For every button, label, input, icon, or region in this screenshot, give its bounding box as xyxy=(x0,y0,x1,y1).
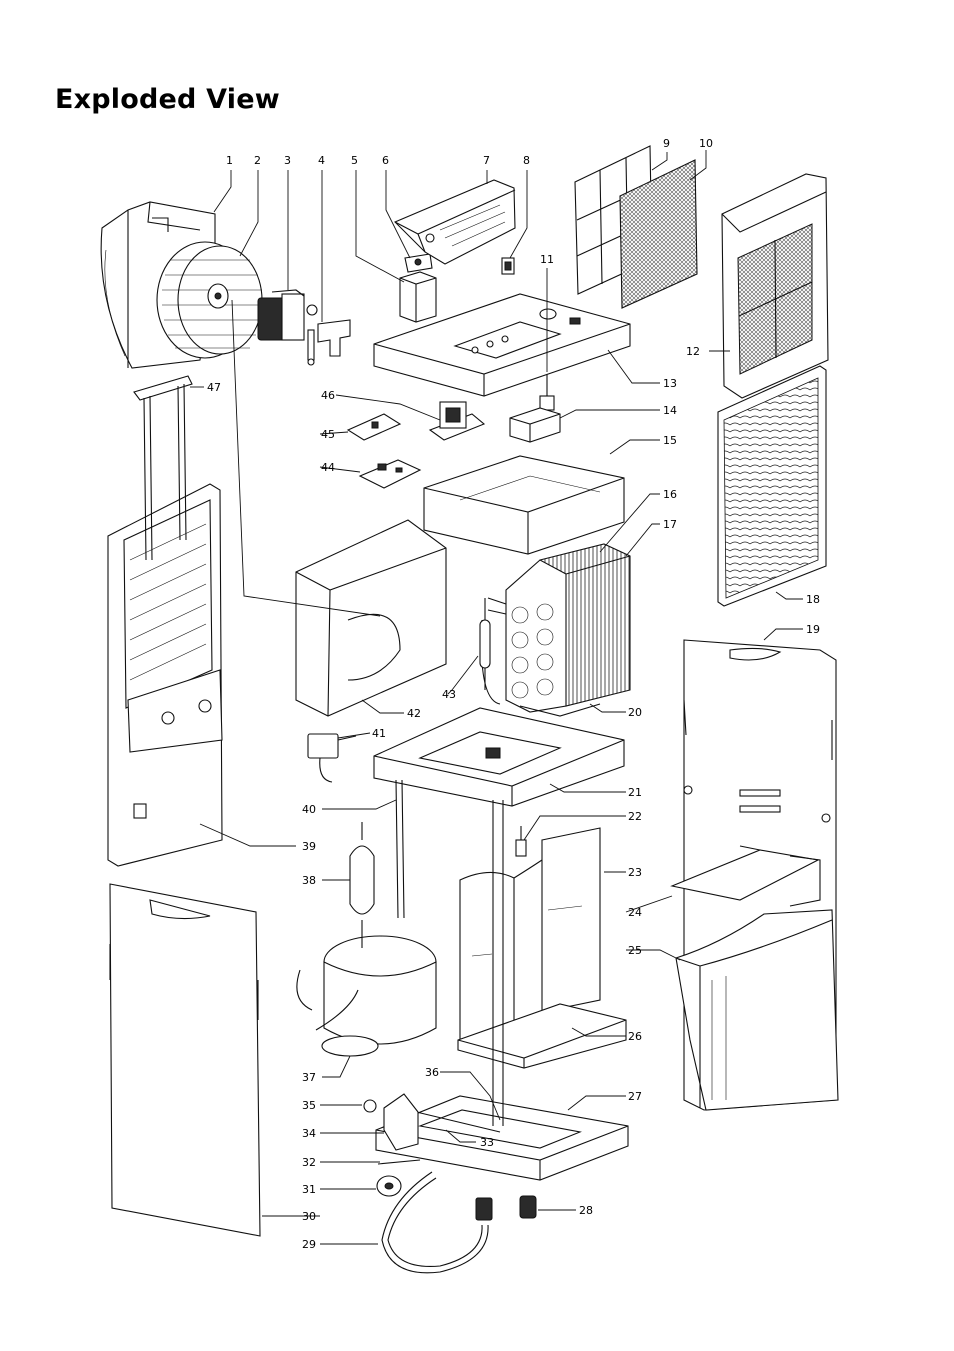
callout-42: 42 xyxy=(407,707,421,720)
callout-34: 34 xyxy=(302,1127,316,1140)
callout-20: 20 xyxy=(628,706,642,719)
part-43-drier xyxy=(479,598,491,690)
callout-46: 46 xyxy=(321,389,335,402)
part-3-fan-motor xyxy=(257,289,318,341)
part-13-top-plate xyxy=(373,293,631,397)
callout-labels: 1 2 3 4 5 6 7 8 9 10 11 12 13 14 15 16 1… xyxy=(207,137,820,1251)
callout-45: 45 xyxy=(321,428,335,441)
part-29-power-cord xyxy=(381,1171,493,1274)
part-25-water-tank xyxy=(675,909,839,1111)
part-5-float-box xyxy=(399,271,437,323)
callout-3: 3 xyxy=(284,154,291,167)
part-24-drain-bracket xyxy=(670,845,821,907)
part-33-drain-pipe xyxy=(407,1109,501,1133)
part-14-terminal-block xyxy=(509,407,561,443)
part-8-switch xyxy=(501,257,515,275)
callout-47: 47 xyxy=(207,381,221,394)
page-title: Exploded View xyxy=(55,84,280,115)
callout-21: 21 xyxy=(628,786,642,799)
part-12-front-grille xyxy=(721,173,829,399)
callout-32: 32 xyxy=(302,1156,316,1169)
part-10-filter-mesh xyxy=(619,159,698,309)
part-45-pcb-small xyxy=(346,413,402,441)
part-11-bracket xyxy=(539,372,555,411)
part-4-motor-bracket xyxy=(307,319,351,366)
callout-7: 7 xyxy=(483,154,490,167)
part-2-blower-wheel xyxy=(156,241,263,359)
callout-14: 14 xyxy=(663,404,677,417)
part-7-control-box xyxy=(394,179,516,265)
callout-40: 40 xyxy=(302,803,316,816)
part-37-compressor xyxy=(296,935,437,1057)
part-39-front-panel-left xyxy=(107,483,223,867)
part-38-accumulator xyxy=(349,822,375,948)
part-15-upper-tray xyxy=(423,455,625,555)
part-40-capillary xyxy=(395,779,405,919)
callout-38: 38 xyxy=(302,874,316,887)
callout-12: 12 xyxy=(686,345,700,358)
callout-18: 18 xyxy=(806,593,820,606)
callout-1: 1 xyxy=(226,154,233,167)
callout-35: 35 xyxy=(302,1099,316,1112)
callout-11: 11 xyxy=(540,253,554,266)
part-28-caster xyxy=(519,1195,537,1219)
callout-31: 31 xyxy=(302,1183,316,1196)
callout-25: 25 xyxy=(628,944,642,957)
callout-43: 43 xyxy=(442,688,456,701)
callout-30: 30 xyxy=(302,1210,316,1223)
callout-28: 28 xyxy=(579,1204,593,1217)
part-20-coil-base xyxy=(519,703,601,717)
callout-23: 23 xyxy=(628,866,642,879)
callout-15: 15 xyxy=(663,434,677,447)
callout-19: 19 xyxy=(806,623,820,636)
callout-10: 10 xyxy=(699,137,713,150)
callout-44: 44 xyxy=(321,461,335,474)
part-31-capacitor xyxy=(376,1175,402,1197)
part-16-17-evaporator xyxy=(480,543,631,713)
callout-22: 22 xyxy=(628,810,642,823)
part-41-solenoid xyxy=(307,733,357,783)
part-35-grommet xyxy=(363,1099,377,1113)
part-21-base-frame xyxy=(373,707,625,807)
part-22-valve xyxy=(515,826,527,857)
part-34-terminal-cover xyxy=(383,1093,419,1151)
part-6-connector xyxy=(404,253,433,273)
callout-33: 33 xyxy=(480,1136,494,1149)
part-36-pipe xyxy=(492,800,504,1126)
callout-27: 27 xyxy=(628,1090,642,1103)
callout-36: 36 xyxy=(425,1066,439,1079)
callout-4: 4 xyxy=(318,154,325,167)
part-26-base-plate xyxy=(457,1003,627,1069)
part-42-condenser-housing xyxy=(295,519,447,717)
callout-16: 16 xyxy=(663,488,677,501)
callout-8: 8 xyxy=(523,154,530,167)
callout-37: 37 xyxy=(302,1071,316,1084)
callout-2: 2 xyxy=(254,154,261,167)
part-46-transformer xyxy=(428,401,486,441)
callout-6: 6 xyxy=(382,154,389,167)
callout-29: 29 xyxy=(302,1238,316,1251)
part-32-screw xyxy=(377,1159,421,1165)
callout-5: 5 xyxy=(351,154,358,167)
part-44-pcb-main xyxy=(358,459,422,489)
part-30-side-panel-left xyxy=(109,883,261,1237)
leader-lines xyxy=(190,150,803,1245)
part-47-handle xyxy=(133,375,193,561)
callout-24: 24 xyxy=(628,906,642,919)
callout-26: 26 xyxy=(628,1030,642,1043)
callout-39: 39 xyxy=(302,840,316,853)
part-18-side-louvers xyxy=(717,365,827,607)
part-23-partition xyxy=(459,827,601,1045)
callout-41: 41 xyxy=(372,727,386,740)
callout-13: 13 xyxy=(663,377,677,390)
callout-17: 17 xyxy=(663,518,677,531)
callout-9: 9 xyxy=(663,137,670,150)
